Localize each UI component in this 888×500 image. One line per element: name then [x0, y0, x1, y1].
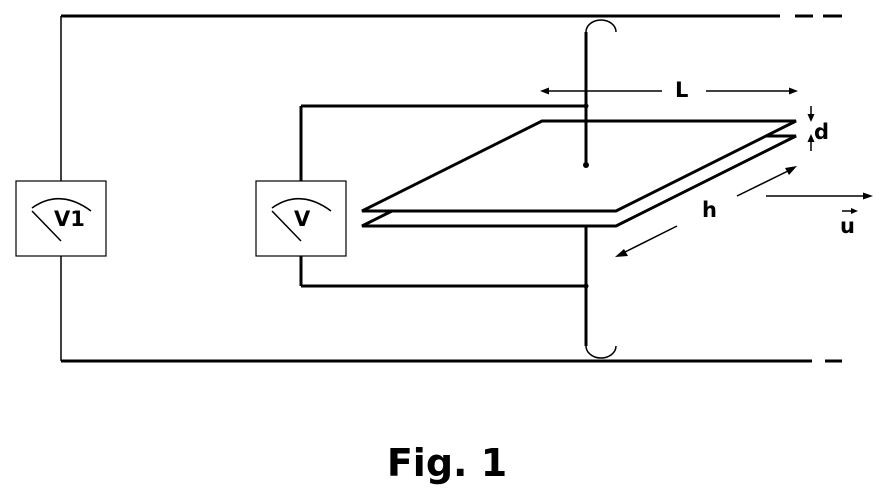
junction-upper [583, 103, 589, 109]
width-arrowhead-upper [785, 166, 797, 175]
velocity-vector-mark-head [851, 208, 858, 214]
meter-v-box [255, 180, 347, 257]
lower-plate-edge [361, 134, 797, 228]
meter-v-needle [271, 210, 302, 242]
gap-arrowhead-top [807, 114, 815, 122]
figure-caption: Fig. 1 [387, 441, 507, 485]
junction-lower [583, 283, 589, 289]
upper-hook [585, 19, 617, 33]
width-label: h [702, 198, 717, 222]
length-arrowhead-right [789, 87, 798, 95]
meter-v-label: V [294, 207, 311, 231]
meter-v1-box [15, 180, 107, 257]
probe-tip-upper [583, 162, 589, 168]
lower-hook [585, 345, 617, 359]
velocity-label: u [840, 214, 855, 238]
width-arrow-upper [736, 169, 791, 197]
gap-arrowhead-bottom [807, 134, 815, 142]
velocity-arrowhead [863, 192, 873, 200]
upper-plate [361, 119, 797, 213]
width-arrow-lower [622, 225, 678, 254]
length-label: L [675, 78, 688, 102]
meter-v1-needle [31, 210, 62, 242]
width-arrowhead-lower [615, 249, 628, 257]
meter-v1-dial-arc [31, 197, 92, 212]
meter-v-dial-arc [271, 197, 332, 212]
length-arrowhead-left [540, 87, 549, 95]
meter-v1-label: V1 [54, 207, 85, 231]
gap-label: d [814, 120, 829, 144]
